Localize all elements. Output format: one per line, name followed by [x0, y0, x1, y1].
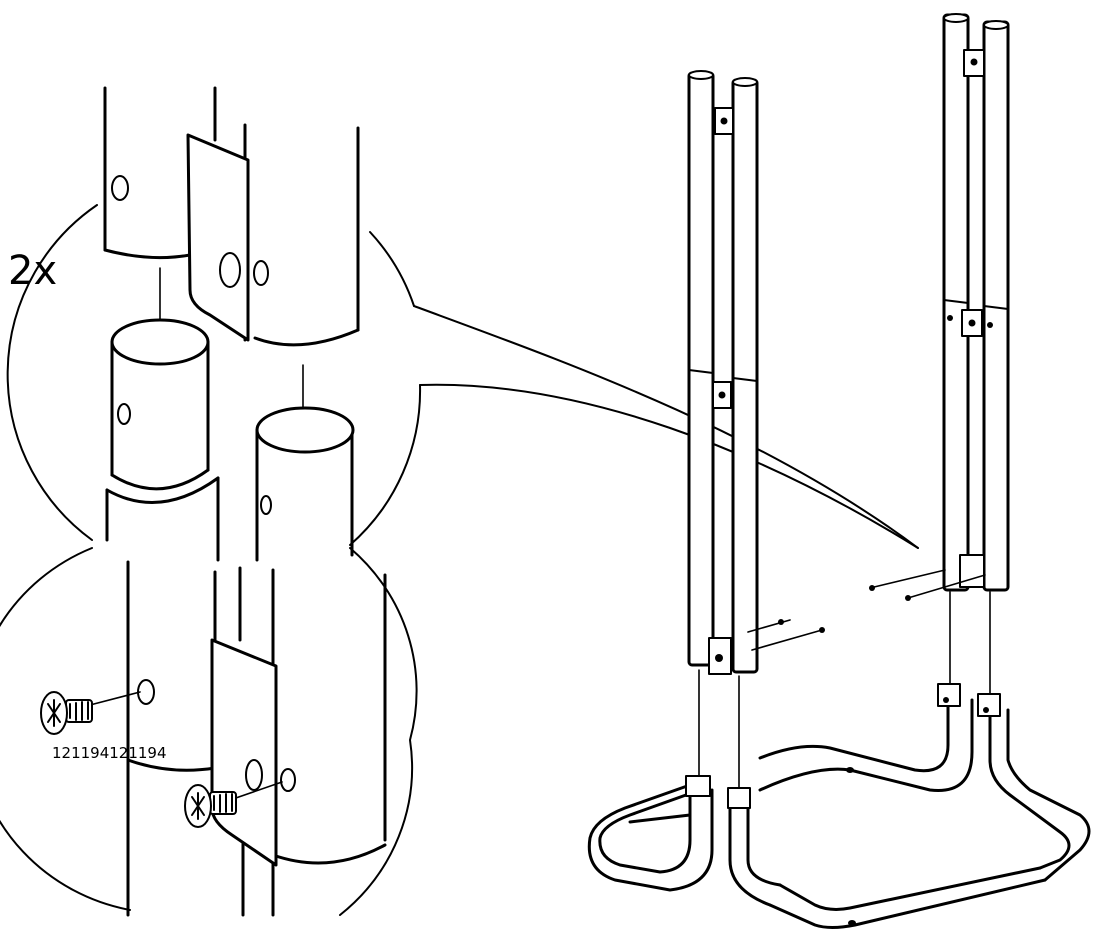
- zoom-detail-circle-top: 2x: [6, 86, 919, 562]
- frame-right-legs: [942, 13, 1010, 592]
- lower-tube-left-insert: [105, 318, 220, 562]
- frame-assembly: [587, 13, 1091, 929]
- upper-tube-left: [103, 86, 217, 260]
- zoom-detail-circle-bottom: 121194121194: [0, 547, 418, 917]
- screw-part-number: 121194121194: [52, 744, 167, 762]
- base-frame: [587, 683, 1091, 929]
- frame-left-legs: [687, 70, 759, 675]
- screw-icon: [184, 781, 283, 828]
- quantity-label: 2x: [8, 248, 57, 294]
- lower-tube-right-insert: [255, 406, 355, 562]
- upper-tube-right-with-bracket: [186, 123, 360, 347]
- screw-icon: [40, 691, 141, 735]
